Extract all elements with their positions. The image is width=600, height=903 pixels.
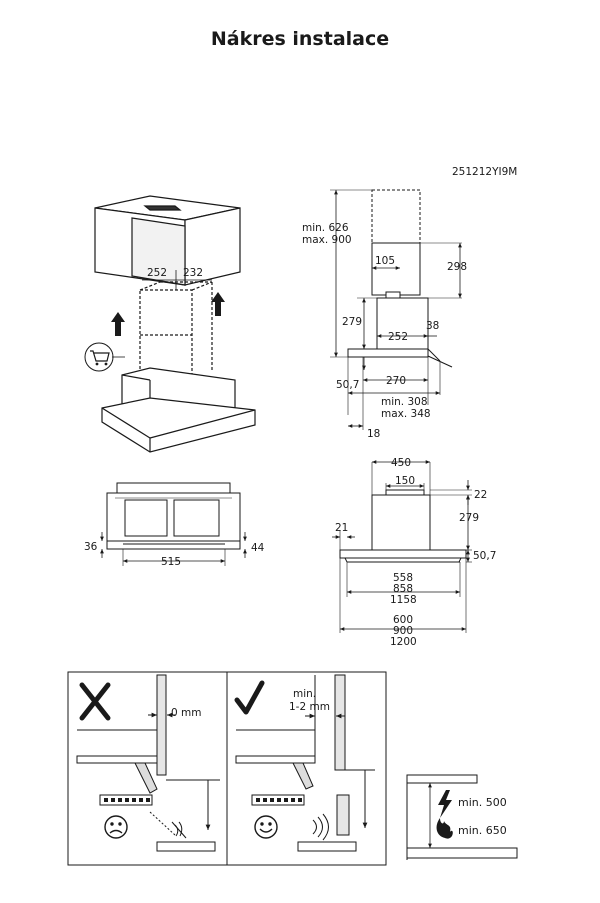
side-min-depth: min. 308 — [381, 396, 428, 408]
front-width-1158: 1158 — [390, 594, 417, 606]
front-dim-279: 279 — [459, 512, 479, 524]
side-dim-18: 18 — [367, 428, 380, 440]
front-width-558: 558 — [393, 572, 413, 584]
side-dim-252: 252 — [388, 331, 408, 343]
side-dim-38: 38 — [426, 320, 439, 332]
happy-face-icon — [254, 815, 278, 839]
gas-clearance: min. 650 — [458, 824, 507, 837]
sad-face-icon — [104, 815, 128, 839]
wrong-gap-label: 0 mm — [171, 707, 201, 719]
bottom-dim-515: 515 — [161, 556, 181, 568]
front-dim-150: 150 — [395, 475, 415, 487]
electric-clearance: min. 500 — [458, 796, 507, 809]
right-gap-label-min: min. — [293, 688, 316, 700]
clearance-panels — [67, 671, 387, 866]
front-width-900: 900 — [393, 625, 413, 637]
side-min-height: min. 626 — [302, 222, 349, 234]
cooktop-clearance-drawing — [406, 774, 518, 860]
correct-installation-panel — [234, 674, 375, 852]
lift-arrow-right-icon — [211, 292, 225, 316]
front-width-858: 858 — [393, 583, 413, 595]
front-dim-450: 450 — [391, 457, 411, 469]
side-dim-298: 298 — [447, 261, 467, 273]
top-dim-252: 252 — [147, 267, 167, 279]
wrong-installation-panel — [76, 674, 220, 852]
lightning-icon — [438, 790, 452, 818]
lift-arrow-left-icon — [111, 312, 125, 336]
side-dim-270: 270 — [386, 375, 406, 387]
diagram-code: 251212YI9M — [452, 166, 517, 178]
isometric-cabinet-view — [94, 195, 256, 453]
side-max-height: max. 900 — [302, 234, 352, 246]
side-view-drawing — [330, 189, 462, 430]
airflow-icon — [312, 813, 329, 841]
check-mark-icon — [234, 680, 265, 715]
top-dim-232: 232 — [183, 267, 203, 279]
flame-icon — [436, 818, 453, 839]
bottom-view-drawing — [106, 482, 241, 566]
page-title: Nákres instalace — [210, 28, 390, 50]
bottom-dim-44: 44 — [251, 542, 265, 554]
front-view-drawing — [339, 462, 472, 633]
front-width-600: 600 — [393, 614, 413, 626]
side-max-depth: max. 348 — [381, 408, 431, 420]
side-dim-105: 105 — [375, 255, 395, 267]
side-dim-50-7: 50,7 — [336, 379, 359, 391]
right-gap-label-range: 1-2 mm — [289, 701, 330, 713]
front-width-1200: 1200 — [390, 636, 417, 648]
front-dim-50-7: 50,7 — [473, 550, 496, 562]
shopping-cart-icon — [84, 342, 125, 372]
side-dim-279: 279 — [342, 316, 362, 328]
front-dim-22: 22 — [474, 489, 487, 501]
front-dim-21: 21 — [335, 522, 348, 534]
bottom-dim-36: 36 — [84, 541, 98, 553]
cross-mark-icon — [79, 682, 111, 721]
heat-fume-icon — [171, 821, 187, 839]
